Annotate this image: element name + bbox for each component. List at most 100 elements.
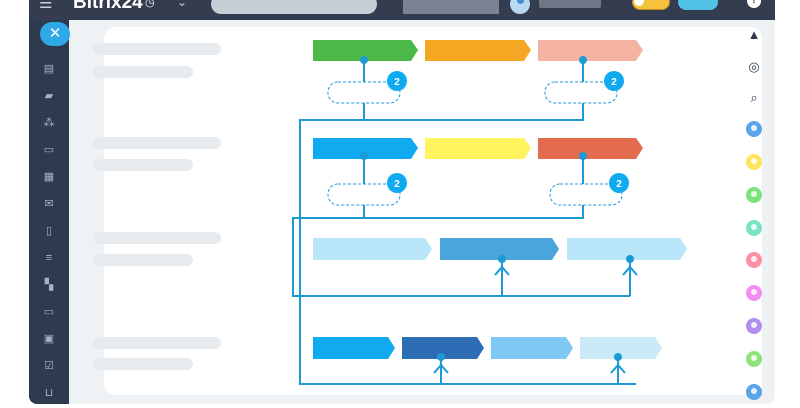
badge-circle — [387, 71, 407, 91]
connection-dot — [437, 353, 445, 361]
stage-arrow[interactable] — [402, 337, 484, 359]
chat-icon[interactable]: ▰ — [44, 90, 54, 102]
badge-count: 2 — [611, 77, 617, 88]
connection-dot — [579, 152, 587, 160]
toggle-knob — [634, 0, 644, 6]
stage-arrow[interactable] — [538, 138, 643, 159]
app-window: ☰ Bitrix24 ◷ ⌄ ? ✕ ▤ ▰ ⁂ ▭ ▦ ✉ ▯ ≡ ▚ ▭ ▣… — [29, 0, 775, 404]
stage-arrow[interactable] — [313, 337, 395, 359]
contact-avatar[interactable] — [746, 318, 762, 334]
stage-arrow[interactable] — [580, 337, 662, 359]
loop-pill[interactable] — [549, 183, 623, 206]
contact-avatar[interactable] — [746, 220, 762, 236]
contact-avatar[interactable] — [746, 285, 762, 301]
skeleton-line — [93, 337, 221, 349]
search-bar[interactable] — [211, 0, 377, 14]
stage-arrow[interactable] — [538, 40, 643, 61]
app-logo[interactable]: Bitrix24 — [73, 0, 143, 13]
stage-arrow[interactable] — [440, 238, 559, 260]
contact-avatar[interactable] — [746, 252, 762, 268]
avatar-head-icon — [517, 0, 524, 4]
contact-avatar[interactable] — [746, 154, 762, 170]
contact-card-icon[interactable]: ▣ — [43, 333, 55, 345]
top-bar: ☰ Bitrix24 ◷ ⌄ ? — [29, 0, 775, 20]
skeleton-line — [93, 159, 193, 171]
arrow-head — [494, 265, 510, 276]
hamburger-icon[interactable]: ☰ — [39, 0, 53, 12]
cart-icon[interactable]: ⊔ — [44, 387, 54, 399]
connection-dot — [614, 353, 622, 361]
connector-line — [299, 60, 636, 385]
skeleton-line — [93, 66, 193, 78]
task-check-icon[interactable]: ☑ — [44, 360, 54, 372]
badge-circle — [609, 173, 629, 193]
contact-avatar[interactable] — [746, 351, 762, 367]
connector-lines — [292, 60, 638, 385]
connection-dot — [360, 152, 368, 160]
count-badge[interactable]: 2 — [609, 173, 629, 193]
connection-dot — [579, 56, 587, 64]
skeleton-line — [93, 43, 221, 55]
bell-icon[interactable]: ▲ — [747, 27, 761, 42]
top-action-button[interactable] — [678, 0, 718, 10]
loop-markers — [327, 81, 623, 206]
drive-icon[interactable]: ▭ — [43, 144, 55, 156]
connector-line — [364, 60, 584, 121]
left-sidebar — [29, 20, 69, 404]
arrow-head — [622, 265, 638, 276]
contact-avatar[interactable] — [746, 187, 762, 203]
skeleton-line — [93, 137, 221, 149]
right-sidebar — [765, 20, 775, 404]
connection-dot — [360, 56, 368, 64]
connection-dot — [498, 255, 506, 263]
count-badges: 2 2 2 2 — [387, 71, 629, 193]
loop-pill[interactable] — [327, 81, 401, 104]
skeleton-line — [93, 358, 193, 370]
badge-circle — [604, 71, 624, 91]
workflow-card — [104, 27, 762, 395]
chevron-down-icon[interactable]: ⌄ — [177, 0, 188, 9]
contact-avatar[interactable] — [746, 121, 762, 137]
connector-line — [364, 156, 584, 219]
window-icon[interactable]: ▭ — [43, 306, 55, 318]
skeleton-line — [93, 232, 221, 244]
stage-arrow[interactable] — [313, 40, 418, 61]
stage-arrow[interactable] — [491, 337, 573, 359]
arrow-head — [433, 363, 449, 374]
time-widget[interactable] — [403, 0, 499, 14]
skeleton-line — [93, 254, 193, 266]
stage-arrow[interactable] — [313, 238, 432, 260]
help-icon[interactable]: ? — [747, 0, 761, 8]
count-badge[interactable]: 2 — [387, 71, 407, 91]
loop-pill[interactable] — [544, 81, 618, 104]
contact-avatar[interactable] — [746, 384, 762, 400]
arrow-head — [610, 363, 626, 374]
badge-count: 2 — [616, 179, 622, 190]
funnel-icon[interactable]: ≡ — [45, 252, 53, 264]
calendar-icon[interactable]: ▦ — [43, 171, 55, 183]
connection-dots — [360, 56, 634, 361]
user-name-placeholder[interactable] — [539, 0, 601, 8]
connection-dot — [626, 255, 634, 263]
group-icon[interactable]: ⁂ — [43, 117, 55, 129]
document-icon[interactable]: ▯ — [45, 225, 53, 237]
mail-icon[interactable]: ✉ — [44, 198, 54, 210]
apps-icon[interactable]: ▚ — [44, 279, 54, 291]
count-badge[interactable]: 2 — [387, 173, 407, 193]
feed-icon[interactable]: ▤ — [43, 63, 55, 75]
connector-line — [292, 156, 630, 297]
close-menu-button[interactable]: ✕ — [40, 22, 70, 46]
message-search-icon[interactable]: ◎ — [748, 59, 760, 74]
loop-pill[interactable] — [327, 183, 401, 206]
stage-arrow[interactable] — [425, 40, 531, 61]
user-avatar[interactable] — [510, 0, 530, 14]
clock-icon: ◷ — [145, 0, 155, 9]
badge-count: 2 — [394, 77, 400, 88]
stage-arrow[interactable] — [567, 238, 687, 260]
count-badge[interactable]: 2 — [604, 71, 624, 91]
stage-arrow[interactable] — [313, 138, 418, 159]
search-icon[interactable]: ⌕ — [750, 90, 758, 105]
stage-arrow[interactable] — [425, 138, 531, 159]
badge-circle — [387, 173, 407, 193]
